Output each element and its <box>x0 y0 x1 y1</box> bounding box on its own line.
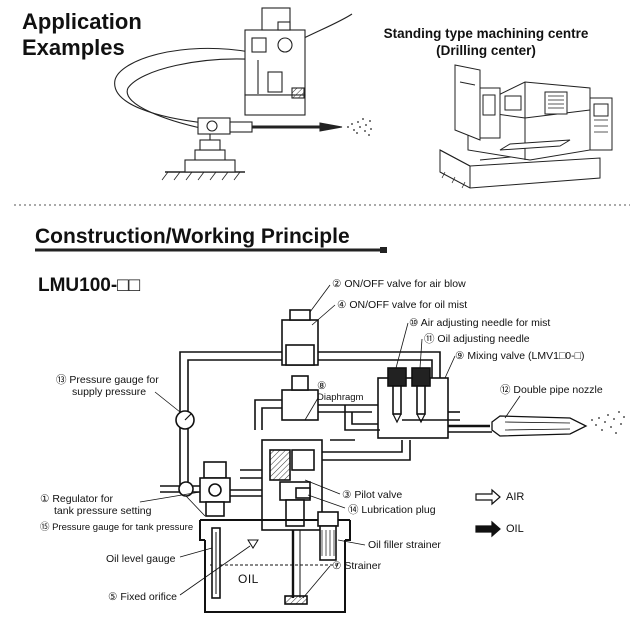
legend-arrows <box>475 488 501 538</box>
label-oil-level: Oil level gauge <box>106 553 176 565</box>
model-number: LMU100-□□ <box>38 275 141 296</box>
label-oil-filler: Oil filler strainer <box>368 539 441 551</box>
schematic <box>160 309 588 613</box>
title-line1: Application <box>22 9 142 34</box>
label-gauge-tank: ⑮ Pressure gauge for tank pressure <box>40 522 194 533</box>
label-on-off-oil: ④ ON/OFF valve for oil mist <box>337 299 468 311</box>
oil-arrow-icon <box>475 520 501 538</box>
label-pilot-valve: ③ Pilot valve <box>342 489 403 501</box>
section-title: Construction/Working Principle <box>35 225 350 248</box>
nozzle-spray <box>591 411 625 434</box>
label-regulator-1: ① Regulator for <box>40 493 114 505</box>
label-diaphragm: Diaphragm <box>317 392 364 403</box>
air-arrow-icon <box>475 488 501 506</box>
label-gauge-supply-1: ⑬ Pressure gauge for <box>56 374 159 386</box>
label-mixing-valve: ⑨ Mixing valve (LMV1□0-□) <box>455 350 585 362</box>
legend-air-label: AIR <box>506 491 525 503</box>
label-diaphragm-num: ⑧ <box>317 380 327 392</box>
legend-oil-label: OIL <box>506 523 524 535</box>
lubricator-illustration <box>114 7 372 181</box>
label-oil-needle: ⑪ Oil adjusting needle <box>424 333 530 345</box>
label-gauge-supply-2: supply pressure <box>72 386 147 398</box>
label-oil-tank: OIL <box>238 572 259 586</box>
label-fixed-orifice: ⑤ Fixed orifice <box>108 591 177 603</box>
title-line2: Examples <box>22 35 125 60</box>
leader-lines <box>139 284 521 599</box>
label-strainer: ⑦ Strainer <box>332 560 382 572</box>
label-regulator-2: tank pressure setting <box>54 505 152 517</box>
machining-centre-illustration <box>439 64 613 189</box>
label-air-needle: ⑩ Air adjusting needle for mist <box>409 317 551 329</box>
label-double-nozzle: ⑫ Double pipe nozzle <box>500 384 603 396</box>
label-on-off-air: ② ON/OFF valve for air blow <box>332 278 466 290</box>
subtitle-line2: (Drilling center) <box>436 43 536 58</box>
subtitle-line1: Standing type machining centre <box>383 26 589 41</box>
label-lubrication-plug: ⑭ Lubrication plug <box>348 504 436 516</box>
